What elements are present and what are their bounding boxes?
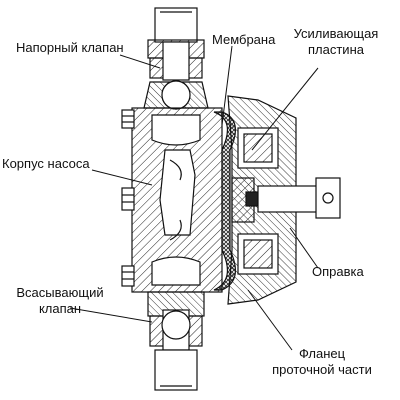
top-valve-ball: [143, 80, 209, 110]
bolt-top: [121, 109, 135, 129]
bottom-fitting: [147, 291, 205, 391]
label-membrane: Мембрана: [212, 32, 276, 47]
mandrel-shape: [231, 177, 341, 223]
top-fitting: [147, 7, 205, 81]
label-flange-line2: проточной части: [272, 362, 372, 377]
label-pressure-valve: Напорный клапан: [16, 40, 124, 55]
label-mandrel: Оправка: [312, 264, 364, 279]
bolt-middle: [121, 187, 135, 211]
label-flange-line1: Фланец: [298, 346, 346, 361]
bolt-bottom: [121, 265, 135, 287]
label-reinforcing-plate-line2: пластина: [308, 42, 364, 57]
label-suction-valve-line1: Всасывающий: [16, 285, 104, 300]
leader-lines: [69, 45, 319, 351]
label-reinforcing-plate-line1: Усиливающая: [293, 26, 379, 41]
label-suction-valve-line2: клапан: [38, 301, 82, 316]
pump-body-shape: [131, 107, 223, 293]
label-pump-body: Корпус насоса: [2, 156, 90, 171]
bottom-valve-ball: [161, 310, 191, 340]
